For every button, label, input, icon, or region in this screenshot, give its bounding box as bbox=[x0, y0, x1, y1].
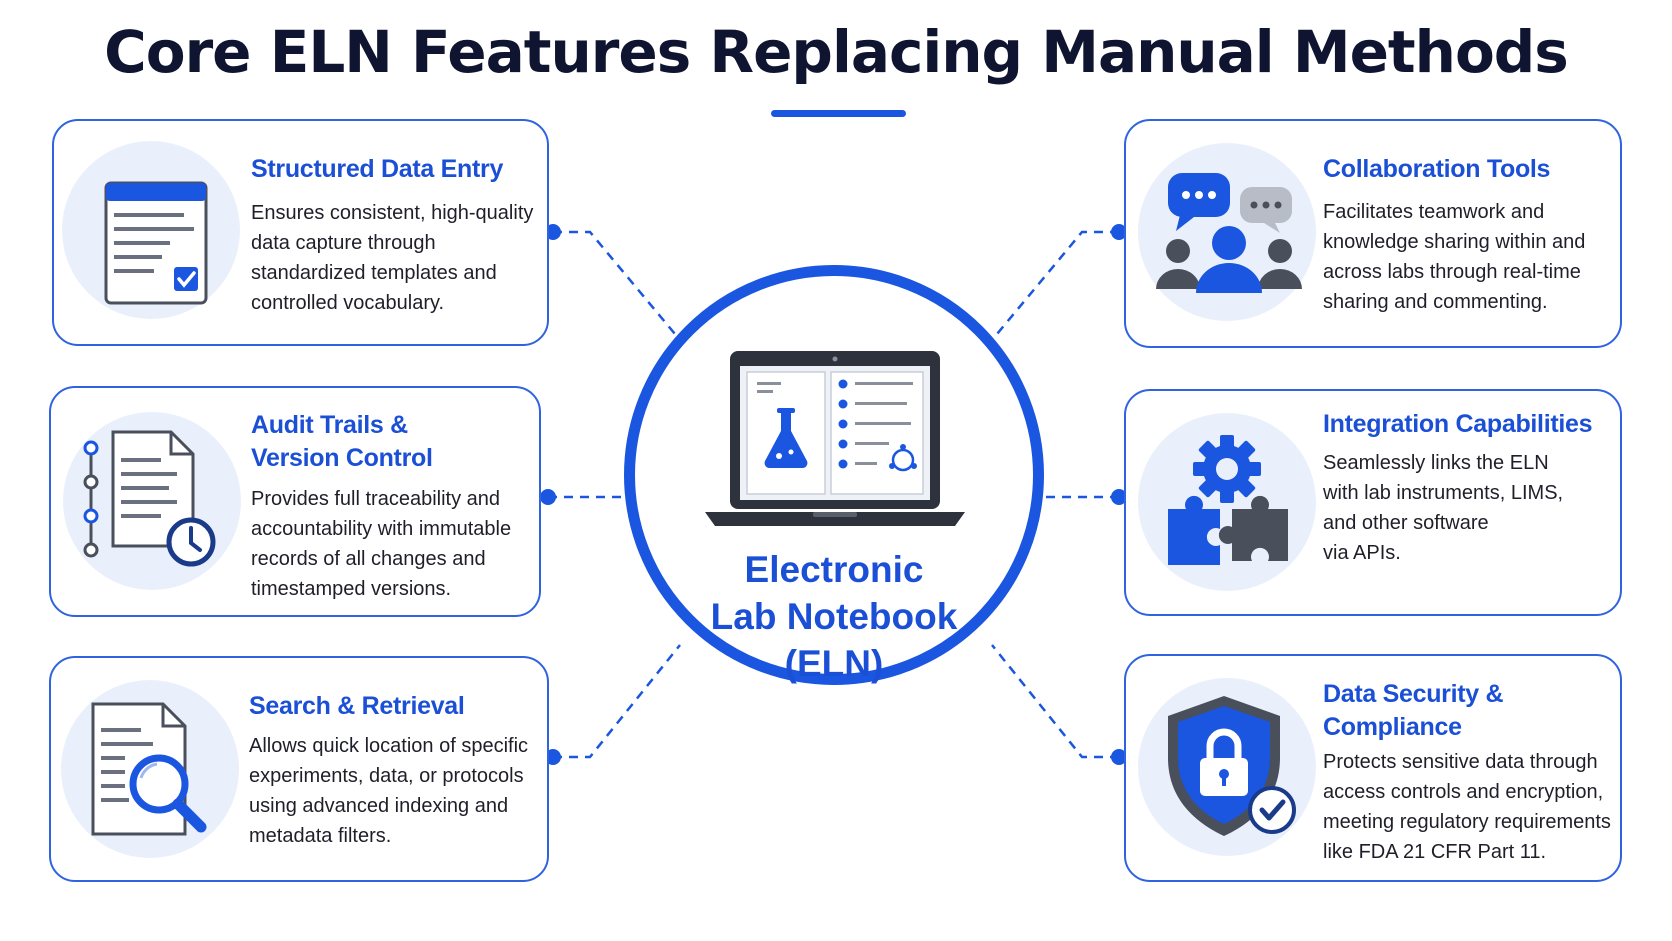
page-title: Core ELN Features Replacing Manual Metho… bbox=[104, 18, 1569, 86]
hub-label: Electronic Lab Notebook (ELN) bbox=[710, 549, 958, 684]
feature-card-data-security: Data Security & Compliance Protects sens… bbox=[1124, 654, 1622, 882]
connector-dot bbox=[1111, 489, 1127, 505]
eln-hub: Electronic Lab Notebook (ELN) bbox=[624, 265, 1044, 685]
connector-dot bbox=[545, 224, 561, 240]
feature-description: Allows quick location of specific experi… bbox=[249, 735, 529, 847]
feature-card-audit-trails: Audit Trails & Version Control Provides … bbox=[49, 386, 541, 617]
feature-description: Ensures consistent, high-quality data ca… bbox=[251, 202, 534, 314]
document-search-icon bbox=[61, 680, 239, 858]
connector-dot bbox=[1111, 224, 1127, 240]
feature-title: Structured Data Entry bbox=[251, 155, 504, 183]
shield-lock-icon bbox=[1138, 678, 1316, 856]
feature-title: Audit Trails & Version Control bbox=[251, 411, 433, 472]
title-underline bbox=[771, 110, 906, 117]
feature-description: Protects sensitive data through access c… bbox=[1323, 751, 1611, 863]
connector-structured-data bbox=[553, 230, 681, 341]
connector-dot bbox=[540, 489, 556, 505]
feature-title: Integration Capabilities bbox=[1323, 410, 1593, 438]
feature-title: Search & Retrieval bbox=[249, 692, 465, 720]
feature-card-collaboration-tools: Collaboration Tools Facilitates teamwork… bbox=[1124, 119, 1622, 348]
feature-description: Provides full traceability and accountab… bbox=[251, 488, 512, 600]
connector-collaboration bbox=[991, 230, 1119, 341]
feature-title: Collaboration Tools bbox=[1323, 155, 1551, 183]
feature-card-structured-data-entry: Structured Data Entry Ensures consistent… bbox=[52, 119, 549, 346]
connector-search bbox=[553, 644, 681, 759]
feature-description: Seamlessly links the ELN with lab instru… bbox=[1323, 452, 1564, 564]
connector-dot bbox=[545, 749, 561, 765]
connector-dot bbox=[1111, 749, 1127, 765]
feature-card-search-retrieval: Search & Retrieval Allows quick location… bbox=[49, 656, 549, 882]
form-checkbox-icon bbox=[62, 141, 240, 319]
feature-card-integration-capabilities: Integration Capabilities Seamlessly link… bbox=[1124, 389, 1622, 616]
connector-security bbox=[991, 644, 1119, 759]
team-chat-icon bbox=[1138, 143, 1316, 321]
feature-title: Data Security & Compliance bbox=[1323, 680, 1504, 741]
laptop-flask-icon bbox=[705, 351, 965, 526]
document-history-icon bbox=[63, 412, 241, 590]
gear-puzzle-icon bbox=[1138, 413, 1316, 591]
feature-description: Facilitates teamwork and knowledge shari… bbox=[1323, 201, 1586, 313]
